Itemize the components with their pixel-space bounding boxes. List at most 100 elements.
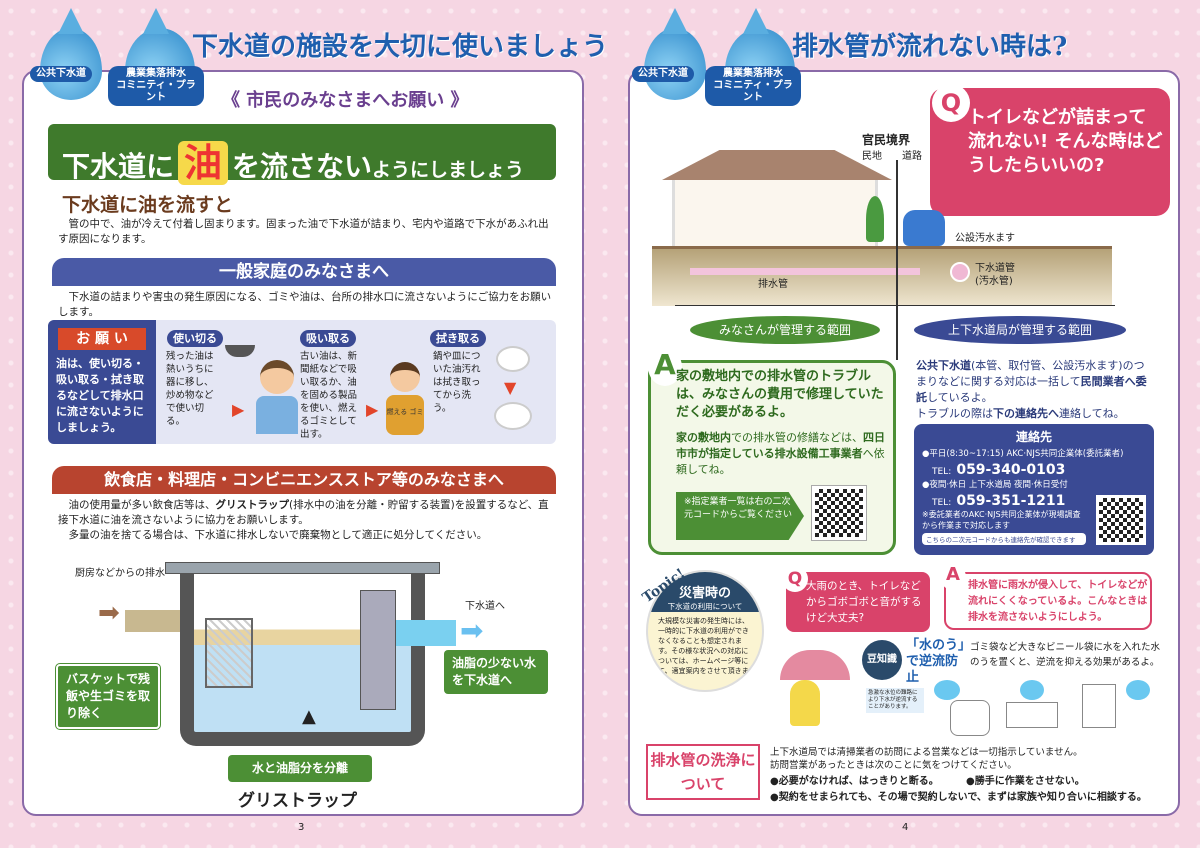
badge-rural-label: 農業集落排水	[723, 68, 783, 79]
inflow-pipe	[125, 610, 180, 632]
water-bag-icon	[934, 680, 960, 700]
answer-mark: A	[648, 348, 682, 386]
bureau-text: 公共下水道(本管、取付管、公設汚水ます)のつまりなどに関する対応は一括して民間業…	[916, 358, 1152, 422]
oil-banner: 下水道に油を流さないようにしましょう	[48, 124, 556, 185]
clean-water-note: 油脂の少ない水を下水道へ	[444, 650, 548, 694]
cleaning-line-1: 上下水道局では清掃業者の訪問による営業などは一切指示していません。	[770, 747, 1083, 758]
toilet-illustration	[950, 700, 990, 736]
arrow-up-icon: ▲	[302, 706, 316, 727]
sewer-pipe-icon	[950, 262, 970, 282]
text: へ依頼してね。	[676, 447, 885, 476]
cleaning-bullet-1: ●必要がなければ、はっきりと断る。	[770, 776, 939, 787]
step-use-up-text: 残った油は熱いうちに器に移し、炒め物などで使い切る。	[166, 351, 214, 427]
arrow-down-icon: ▼	[504, 378, 517, 397]
page-title: 排水管が流れない時は?	[792, 32, 1068, 62]
garbage-bag-illustration: 燃える ゴミ	[386, 395, 424, 435]
tip-badge: 豆知識	[862, 640, 902, 680]
weekday-tel[interactable]: TEL: 059-340-0103	[922, 459, 1146, 478]
subtitle: 《 市民のみなさまへお願い 》	[222, 90, 469, 111]
text: での排水管の修繕などは、	[731, 431, 863, 444]
child-illustration	[790, 680, 820, 726]
oil-heading: 下水道に油を流すと	[62, 194, 234, 216]
water-drop-icon	[40, 8, 102, 100]
apron-illustration	[256, 396, 298, 434]
request-title: お 願 い	[58, 328, 146, 350]
outlet-pipe	[360, 590, 396, 710]
inflow-label: 厨房などからの排水	[75, 568, 165, 579]
tel-label: TEL:	[932, 467, 952, 477]
bathtub-illustration	[1006, 702, 1058, 728]
grease-trap-name: グリストラップ	[238, 791, 357, 811]
tip-title: 「水のう」で逆流防止	[906, 638, 965, 685]
step-use-up-label: 使い切る	[167, 330, 223, 348]
qr-note: ※指定業者一覧は右の二次元コードからご覧ください	[676, 492, 804, 540]
public-basin-label: 公設汚水ます	[955, 233, 1015, 244]
a2-mark: A	[940, 564, 966, 590]
washing-machine-illustration	[1082, 684, 1116, 728]
person-illustration	[260, 360, 294, 394]
inflow-arrow-icon: ➡	[98, 598, 120, 628]
badge-rural: 農業集落排水コミニティ・プラント	[705, 66, 801, 106]
drain-pipe	[690, 268, 920, 275]
water-bag-icon	[1126, 680, 1150, 700]
contact-note: ※委託業者のAKC·NJS共同企業体が現場調査から作業まで対応します	[922, 510, 1081, 530]
a2-box	[944, 572, 1152, 630]
step-wipe-label: 拭き取る	[430, 330, 486, 348]
grease-trap-term: グリストラップ	[215, 499, 290, 511]
cleaning-line-2: 訪問営業があったときは次のことに気をつけてください。	[770, 760, 1017, 771]
page-number: 3	[298, 822, 305, 833]
q2-mark: Q	[782, 566, 808, 592]
basket-illustration	[205, 618, 253, 688]
contact-title: 連絡先	[1015, 430, 1052, 444]
night-tel[interactable]: TEL: 059-351-1211	[922, 490, 1146, 509]
page-number: 4	[902, 822, 909, 833]
banner-oil: 油	[178, 141, 229, 185]
household-header: 一般家庭のみなさまへ	[52, 258, 556, 286]
text: 四日市市が指定している排水設備工事業者	[676, 431, 885, 460]
oil-text: 管の中で、油が冷えて付着し固まります。固まった油で下水道が詰まり、宅内や道路で下…	[58, 218, 549, 245]
tree-illustration	[866, 196, 884, 242]
outflow-label: 下水道へ	[465, 601, 505, 612]
cleaning-title: 排水管の洗浄について	[646, 744, 760, 800]
house-interior	[672, 180, 878, 246]
qr-code[interactable]	[811, 485, 867, 541]
question-mark: Q	[932, 84, 970, 122]
outflow-arrow-icon: ➡	[460, 614, 484, 647]
water-drop-icon	[644, 8, 706, 100]
topic-subtitle: 下水道の利用について	[667, 602, 743, 611]
car-illustration	[903, 210, 945, 246]
text: (排水中の油を分離・貯留する装置)を設置するなど、直接下水道に油を流さないように…	[58, 499, 549, 526]
business-text-1: 油の使用量が多い飲食店等は、グリストラップ(排水中の油を分離・貯留する装置)を設…	[58, 498, 553, 528]
text: (本管、取付管、公設汚水ます)のつまりなどに関する対応は一括して	[916, 359, 1145, 388]
a2-text: 排水管に雨水が侵入して、トイレなどが流れにくくなっているよ。こんなときは排水を流…	[968, 580, 1148, 623]
arrow-icon: ▶	[366, 400, 379, 419]
contact-qr-code[interactable]	[1096, 495, 1146, 545]
separate-label: 水と油脂分を分離	[228, 755, 372, 782]
contact-qr-note: こちらの二次元コードからも連絡先が確認できます	[922, 533, 1086, 545]
text: 民間業者へ委託	[916, 375, 1147, 404]
drain-pipe-label: 排水管	[758, 279, 788, 290]
topic-title: 災害時の	[678, 586, 731, 601]
badge-rural: 農業集落排水コミニティ・プラント	[108, 66, 204, 106]
q2-text: 大雨のとき、トイレなどからゴボゴボと音がするけど大丈夫?	[806, 580, 922, 624]
text: 家の敷地内	[676, 431, 731, 444]
plate-illustration	[496, 346, 530, 372]
step-absorb-label: 吸い取る	[300, 330, 356, 348]
badge-community-label: コミニティ・プラント	[116, 80, 196, 103]
text: 下水道管	[975, 263, 1015, 274]
business-text-2: 多量の油を捨てる場合は、下水道に排水しないで廃棄物として適正に処分してください。	[68, 529, 488, 541]
private-land-label: 民地	[862, 151, 882, 162]
banner-text: を流さない	[232, 150, 373, 183]
text: しているよ。	[927, 391, 993, 404]
text: 連絡してね。	[1059, 407, 1125, 420]
tel-number: 059-351-1211	[956, 493, 1066, 509]
scope-arrow-line	[675, 305, 1115, 306]
weekday-line: ●平日(8:30~17:15) AKC·NJS共同企業体(委託業者)	[922, 449, 1124, 459]
banner-text: ようにしましょう	[372, 159, 525, 181]
ground	[652, 246, 1112, 306]
text: トラブルの際は	[916, 407, 993, 420]
sewer-pipe-label: 下水道管 (汚水管)	[975, 262, 1015, 288]
text: (汚水管)	[975, 276, 1013, 287]
badge-public-sewer: 公共下水道	[632, 66, 694, 82]
badge-community-label: コミニティ・プラント	[713, 80, 793, 103]
